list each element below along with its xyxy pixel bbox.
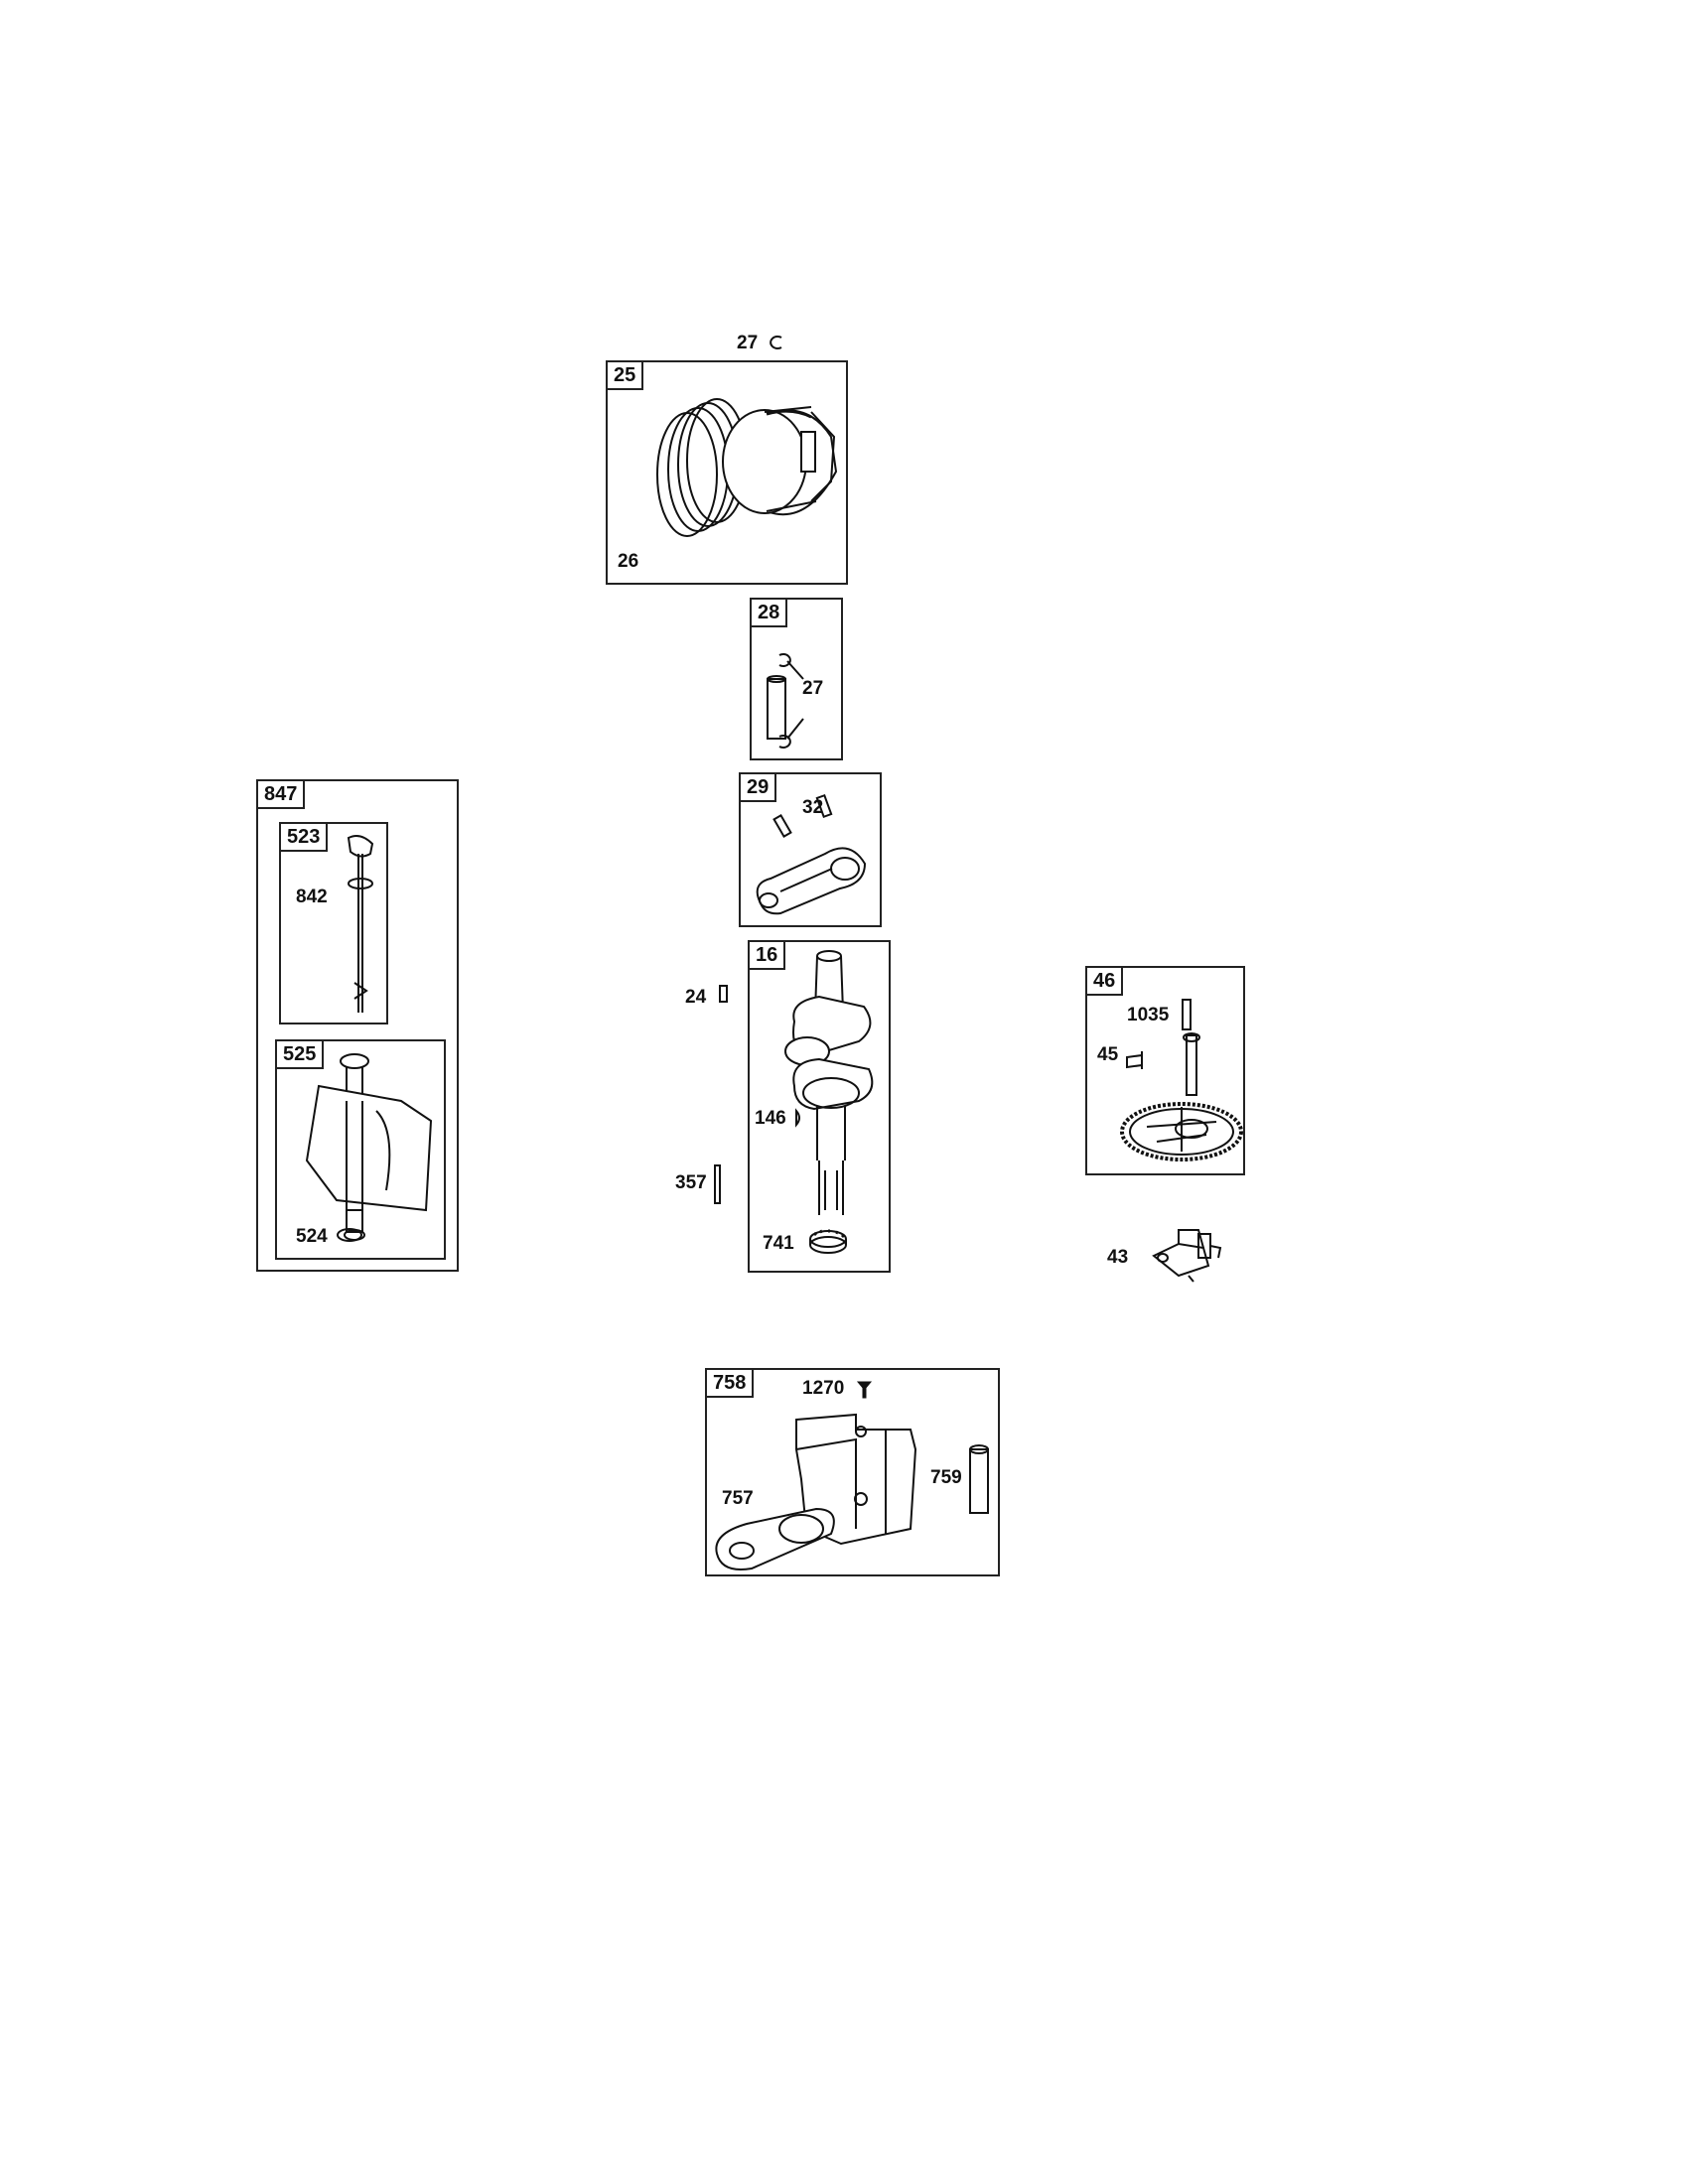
label-24: 24 <box>685 987 707 1008</box>
dipstick-illustration <box>281 824 386 1023</box>
balancer-illustration <box>707 1370 998 1574</box>
retaining-clip-icon <box>766 335 787 350</box>
label-357: 357 <box>675 1172 707 1193</box>
label-1270: 1270 <box>802 1378 845 1399</box>
piston-pin-box: 28 <box>750 598 843 760</box>
label-32: 32 <box>802 797 824 818</box>
cam-gear-illustration <box>1087 968 1243 1173</box>
governor-illustration <box>1149 1226 1228 1282</box>
part-tag-29: 29 <box>741 774 777 802</box>
dipstick-tube-illustration <box>277 1041 444 1258</box>
part-tag-525: 525 <box>277 1041 325 1069</box>
label-741: 741 <box>763 1233 794 1254</box>
piston-illustration <box>608 362 846 583</box>
pin-357-icon <box>712 1163 724 1207</box>
screw-1270-icon <box>856 1378 874 1400</box>
label-43: 43 <box>1107 1247 1129 1268</box>
piston-pin-illustration <box>752 600 841 758</box>
label-146: 146 <box>755 1108 786 1129</box>
part-tag-28: 28 <box>752 600 788 627</box>
part-tag-847: 847 <box>258 781 306 809</box>
label-759: 759 <box>930 1467 962 1488</box>
part-tag-16: 16 <box>750 942 786 970</box>
label-45: 45 <box>1097 1044 1119 1065</box>
key-24-icon <box>717 984 731 1006</box>
label-842: 842 <box>296 887 328 907</box>
dipstick-box: 523 <box>279 822 388 1024</box>
part-tag-758: 758 <box>707 1370 755 1398</box>
gear-741-illustration <box>806 1221 850 1265</box>
part-tag-25: 25 <box>608 362 644 390</box>
label-27-top: 27 <box>737 333 759 353</box>
label-1035: 1035 <box>1127 1005 1170 1025</box>
label-27-pin: 27 <box>802 678 824 699</box>
o-ring-icon <box>336 1225 365 1245</box>
crankshaft-illustration <box>750 942 889 1271</box>
part-tag-523: 523 <box>281 824 329 852</box>
key-146-icon <box>794 1109 804 1127</box>
label-26: 26 <box>618 551 639 572</box>
label-757: 757 <box>722 1488 754 1509</box>
label-524: 524 <box>296 1226 328 1247</box>
part-tag-46: 46 <box>1087 968 1124 996</box>
connecting-rod-illustration <box>741 774 880 925</box>
